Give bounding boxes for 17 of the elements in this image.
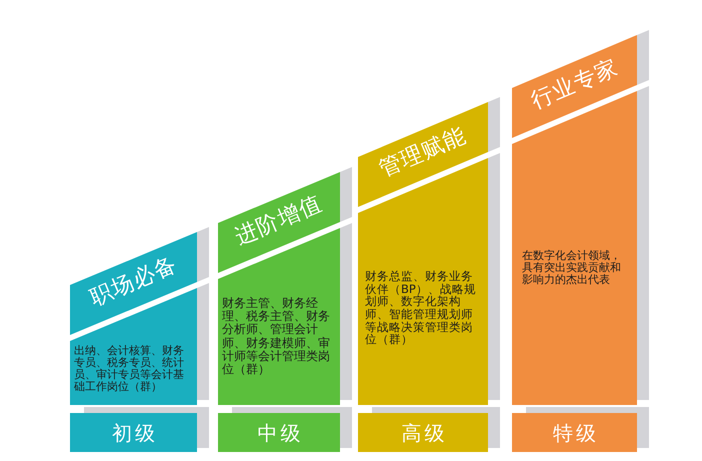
role-description: 财务主管、财务经理、税务主管、财务分析师、管理会计师、财务建模师、审计师等会计管理类岗位（群） <box>222 297 331 376</box>
role-description: 出纳、会计核算、财务专员、税务专员、统计员、审计专员等会计基础工作岗位（群） <box>74 345 185 394</box>
stage-title: 行业专家 <box>528 56 622 112</box>
role-description: 财务总监、财务业务伙伴（BP）、战略规划师、数字化架构师、智能管理规划师等战略决策管理类岗位（群） <box>365 270 477 346</box>
level-tab <box>70 413 197 452</box>
slanted-banner <box>512 35 637 138</box>
level-label: 高级 <box>400 422 448 442</box>
level-label: 中级 <box>256 422 304 442</box>
role-description: 在数字化会计领域，具有突出实践贡献和影响力的杰出代表 <box>522 250 622 286</box>
stage-title: 职场必备 <box>86 254 180 310</box>
level-tab <box>218 413 340 452</box>
stage-title: 进阶增值 <box>232 192 326 248</box>
stage-title: 管理赋能 <box>376 124 470 180</box>
level-tab <box>358 413 488 452</box>
level-tab <box>512 413 637 452</box>
level-label: 初级 <box>111 422 158 442</box>
level-label: 特级 <box>552 422 599 442</box>
